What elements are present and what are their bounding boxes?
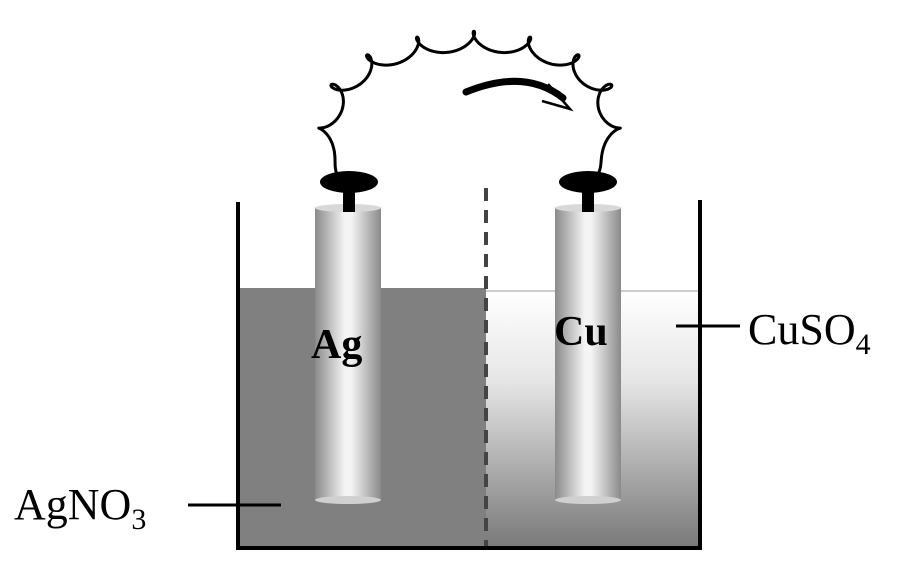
ag-electrode: [315, 204, 381, 504]
beaker: [236, 200, 702, 550]
electron-flow-arrowhead: [541, 83, 574, 112]
cu-electrode-label: Cu: [554, 309, 608, 355]
cu-electrode: [555, 204, 621, 504]
coiled-wire: [317, 29, 622, 176]
right-terminal: [559, 171, 617, 212]
agno3-label: AgNO3: [14, 480, 146, 536]
ag-electrode-label: Ag: [311, 322, 362, 368]
cuso4-label: CuSO4: [748, 305, 871, 361]
left-terminal: [320, 171, 378, 212]
